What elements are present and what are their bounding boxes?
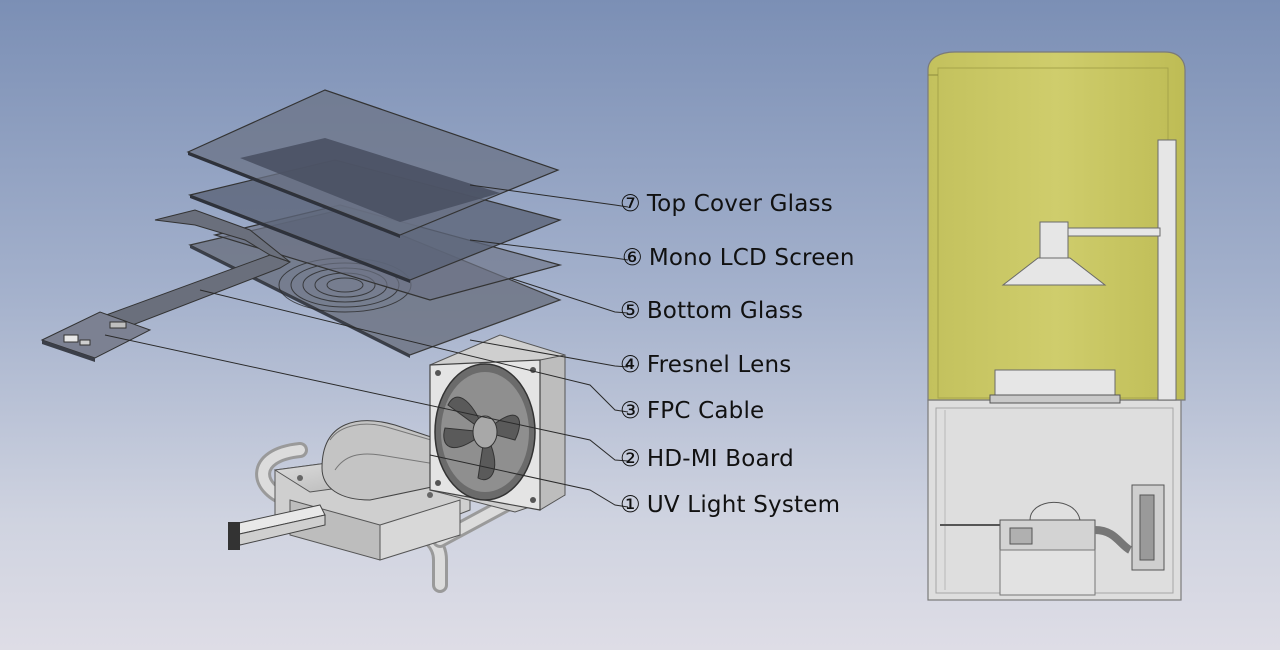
- printer-cross-section-icon: [927, 51, 1186, 601]
- callout-text: HD-MI Board: [646, 446, 794, 472]
- callout-number: ①: [620, 492, 641, 518]
- callout-number: ⑤: [620, 298, 641, 324]
- callout-number: ⑥: [622, 245, 643, 271]
- top-cover-glass-plate: [186, 89, 560, 238]
- callout-text: UV Light System: [646, 492, 841, 518]
- callout-text: Fresnel Lens: [646, 352, 792, 378]
- fan-icon: [429, 334, 566, 513]
- circuit-board-icon: [40, 311, 152, 362]
- callout-text: Top Cover Glass: [646, 191, 833, 217]
- callout-number: ⑦: [620, 191, 641, 217]
- callout-number: ②: [620, 446, 641, 472]
- callout-text: FPC Cable: [646, 398, 765, 424]
- callout-text: Bottom Glass: [646, 298, 804, 324]
- callout-number: ④: [620, 352, 641, 378]
- leader-lines: [104, 184, 629, 508]
- callout-number: ③: [620, 398, 641, 424]
- callout-text: Mono LCD Screen: [648, 245, 855, 271]
